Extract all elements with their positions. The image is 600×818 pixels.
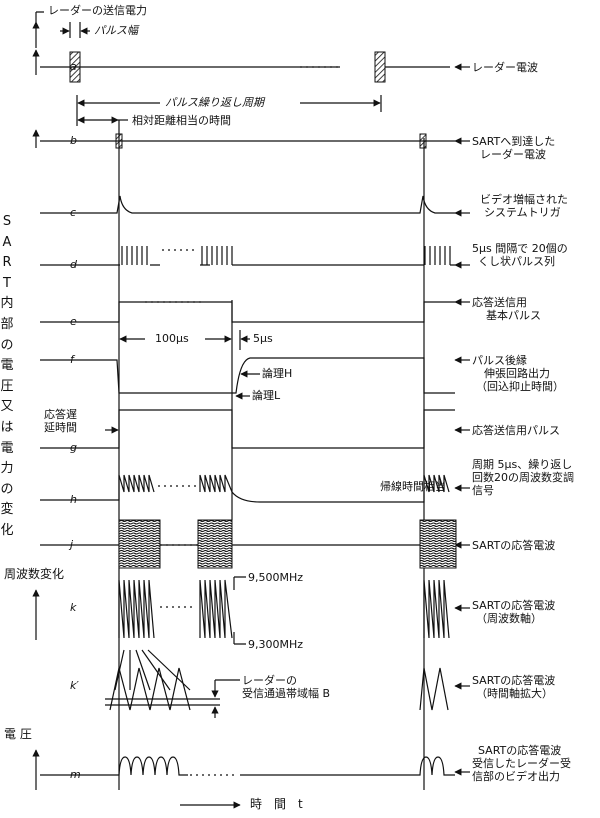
prf-period-label: パルス繰り返し周期 — [165, 96, 264, 109]
row-label-f: f — [70, 353, 74, 366]
logic-h-label: 論理H — [262, 367, 293, 380]
desc-h: 周期 5μs、繰り返し回数20の周波数変調信号 — [472, 458, 574, 497]
fan-lines — [114, 649, 191, 691]
pulse-j-2 — [197, 519, 233, 569]
freq-axis-label: 周波数変化 — [4, 567, 65, 581]
f-high-label: 9,500MHz — [248, 571, 304, 584]
desc-m: SARTの応答電波受信したレーダー受信部のビデオ出力 — [472, 744, 571, 783]
trace-f — [40, 357, 455, 394]
desc-a: レーダー電波 — [472, 61, 538, 74]
trace-k — [118, 579, 450, 639]
tx-power-bracket — [35, 11, 44, 22]
row-label-b: b — [70, 134, 77, 147]
pulse-a-1 — [69, 51, 81, 83]
pulse-b-2 — [419, 133, 427, 149]
desc-g: 応答送信用パルス — [472, 424, 560, 437]
logic-l-label: 論理L — [252, 389, 281, 402]
row-label-h: h — [70, 493, 77, 506]
row-label-d: d — [70, 258, 77, 271]
trace-g — [40, 409, 455, 449]
bandwidth-label: レーダーの受信通過帯域幅 B — [242, 674, 331, 700]
row-label-a: a — [70, 60, 77, 73]
row-label-k-prime: k′ — [70, 679, 79, 692]
pulse-b-1 — [115, 133, 123, 149]
trace-h — [40, 474, 450, 503]
row-label-g: g — [70, 441, 77, 454]
desc-k: SARTの応答電波（周波数軸） — [472, 599, 556, 625]
desc-k-prime: SARTの応答電波（時間軸拡大） — [472, 674, 556, 700]
desc-d: 5μs 間隔で 20個のくし状パルス列 — [472, 242, 568, 268]
row-label-c: c — [70, 206, 77, 219]
delay-label: 応答遅延時間 — [44, 408, 77, 434]
time-axis-label: 時 間 t — [250, 797, 303, 811]
row-label-e: e — [70, 315, 77, 328]
desc-f: パルス後縁伸張回路出力（回込抑止時間） — [472, 354, 564, 393]
volt-axis-label: 電 圧 — [4, 727, 32, 741]
trace-e — [40, 301, 455, 323]
bandwidth-lines — [105, 698, 220, 706]
pulse-j-3 — [419, 519, 457, 569]
pulse-a-2 — [374, 51, 386, 83]
side-label: SART内部の電圧又は電力の変化 — [0, 214, 14, 538]
desc-b: SARTへ到達したレーダー電波 — [472, 135, 556, 161]
t5-label: 5μs — [253, 332, 273, 345]
range-time-label: 相対距離相当の時間 — [132, 114, 231, 127]
f-high-arrow — [233, 576, 246, 590]
row-label-m: m — [70, 768, 81, 781]
trace-m — [40, 756, 455, 776]
row-label-j: j — [70, 538, 74, 551]
pulse-width-label: パルス幅 — [94, 24, 138, 37]
trace-d — [40, 246, 455, 266]
trace-k-prime — [109, 667, 449, 711]
desc-j: SARTの応答電波 — [472, 539, 556, 552]
t100-label: 100μs — [155, 332, 189, 345]
row-label-k: k — [70, 601, 77, 614]
desc-e: 応答送信用基本パルス — [472, 296, 541, 322]
pulse-width-ticks — [69, 22, 81, 38]
desc-c: ビデオ増幅されたシステムトリガ — [480, 193, 568, 219]
flyback-label: 帰線時間相当 — [380, 480, 446, 493]
f-low-arrow — [233, 632, 246, 645]
trace-c — [40, 195, 455, 214]
tx-power-label: レーダーの送信電力 — [48, 4, 147, 17]
f-low-label: 9,300MHz — [248, 638, 304, 651]
pulse-j-1 — [118, 519, 161, 569]
